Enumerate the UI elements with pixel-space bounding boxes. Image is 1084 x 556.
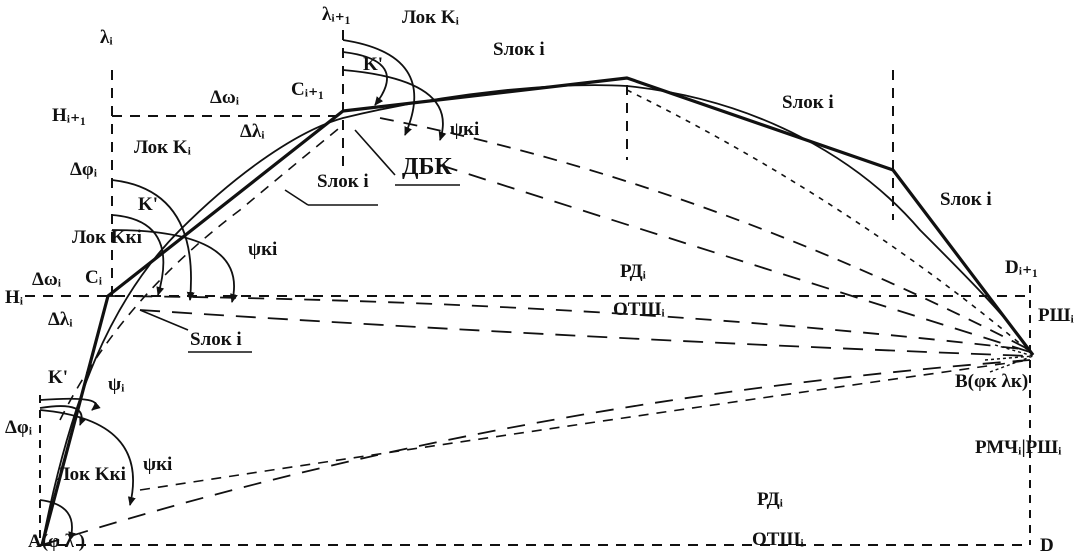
label-DBK: ДБК [402,154,452,180]
label-OTSH-upper: ОТШᵢ [613,299,665,320]
label-K-top: K' [363,54,384,75]
label-lambda-i1: λᵢ₊₁ [322,4,351,25]
label-lambda-i: λᵢ [100,27,113,48]
label-d-omega-low: Δωᵢ [32,269,62,290]
label-K-low: K' [48,367,69,388]
label-psi-ki-top: ψкi [450,119,480,140]
label-D-i1: Dᵢ₊₁ [1005,257,1038,278]
arc-K-low [39,405,87,426]
chord-dbk [439,164,1031,353]
label-RSh-upper: РШᵢ [1038,305,1074,326]
label-d-omega-top: Δωᵢ [210,87,240,108]
label-S-lok-low: Sлок i [190,329,242,350]
leader-S-low [139,309,189,331]
chord-ai [626,89,1031,353]
chord-mid [107,295,1031,351]
label-lok-K-ki-mid: Лок Kкi [72,227,142,248]
leader-DBK [354,129,396,176]
label-S-lok-right-upper: Sлок i [782,92,834,113]
label-psi-ki-low: ψкi [143,454,173,475]
loxodrome-path [40,76,1035,546]
label-lok-K-mid: Лок Kᵢ [134,137,192,158]
chord-top [379,117,1031,351]
label-D-point: D [1040,535,1054,556]
arc-psi-low [39,409,136,506]
label-OTSH-lower: ОТШᵢ [752,529,804,550]
B-fan [984,344,1034,373]
label-H-i1: Hᵢ₊₁ [52,105,86,126]
label-B-point: B(φк λк) [955,371,1029,392]
arc-lokK-low [39,499,77,541]
label-S-lok-mid: Sлок i [317,171,369,192]
label-lok-K-ki-low: Лок Kкi [56,464,126,485]
label-d-phi-low: Δφᵢ [5,417,33,438]
chord-low2 [139,359,1031,491]
label-K-mid: K' [138,194,159,215]
label-C-i1: Cᵢ₊₁ [291,79,324,100]
label-C-i: Cᵢ [85,267,103,288]
label-S-lok-top: Sлок i [493,39,545,60]
label-S-lok-right-lower: Sлок i [940,189,992,210]
label-H-i: Hᵢ [5,287,24,308]
label-A-point: A(φ λ ) [28,531,86,552]
arc-psi-mid [111,229,238,303]
arc-psi-top [342,69,447,141]
arc-K-top [342,51,388,106]
label-d-lambda-low: Δλᵢ [48,309,73,330]
arc-K-mid [111,214,165,296]
chord-inner-left [59,124,344,421]
label-psi-ki-mid: ψкi [248,239,278,260]
label-lok-K-top: Лок Kᵢ [402,7,460,28]
arc-psi-i [39,397,101,411]
label-RMCh-RSh: РМЧᵢ|РШᵢ [975,437,1062,458]
great-circle-arc [41,84,1034,546]
label-RD-lower: РДᵢ [757,489,784,510]
label-RD-upper: РДᵢ [620,261,647,282]
arc-lokK-top [342,39,416,136]
label-psi-i: ψᵢ [108,374,125,395]
leader-S-mid [284,189,309,206]
arc-lokK-mid [111,179,195,301]
label-d-phi-upper: Δφᵢ [70,159,98,180]
chord-mid2 [139,309,1031,357]
label-d-lambda-upper: Δλᵢ [240,121,265,142]
chord-low [41,359,1031,546]
